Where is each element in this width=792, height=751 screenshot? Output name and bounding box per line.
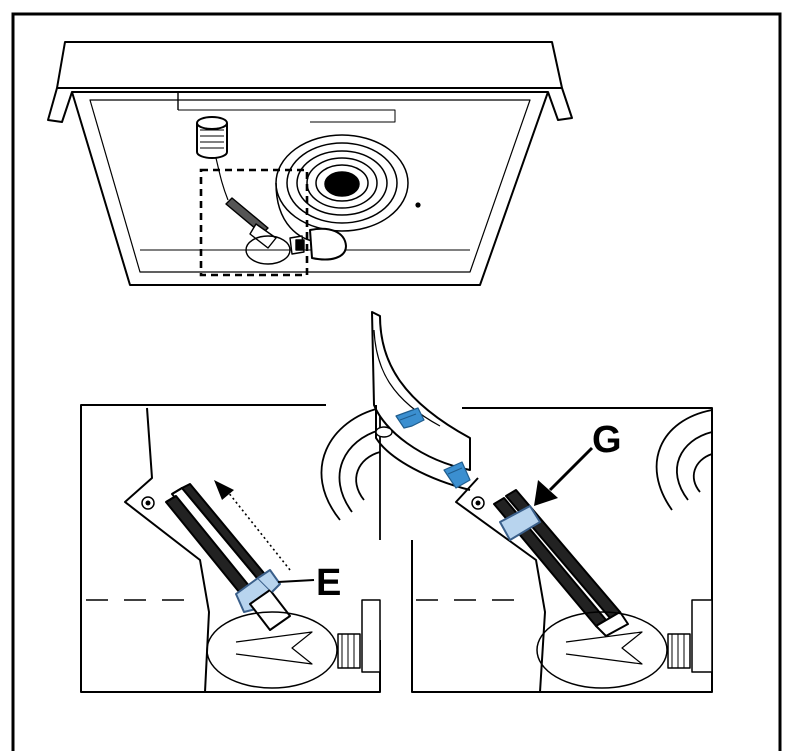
blue-clip-top (395, 407, 425, 429)
outer-frame (11, 12, 782, 751)
housing-body (71, 91, 549, 286)
overview-heater-element (225, 197, 305, 265)
screw-dot (415, 202, 421, 208)
right-panel-frame (411, 407, 713, 693)
blue-clip-bottom (443, 461, 471, 489)
right-heater-element (493, 489, 629, 637)
overview-bulb (309, 227, 347, 261)
socket-cylinder (196, 116, 228, 159)
callout-g-leader (548, 446, 594, 492)
detail-panel-left (80, 404, 381, 693)
left-housing-outline (124, 407, 210, 693)
housing-overview (47, 41, 573, 286)
motion-arrow-path (227, 491, 291, 571)
detail-box (199, 168, 309, 277)
left-screw (141, 496, 155, 510)
right-bulb (536, 599, 713, 689)
socket-wire (215, 157, 229, 201)
cover-piece (371, 311, 471, 491)
left-coil-arcs (320, 405, 381, 540)
housing-lid (56, 41, 563, 89)
housing-flange-right (547, 87, 573, 121)
right-screw (471, 496, 485, 510)
detail-panel-right (411, 407, 713, 693)
right-housing-outline (455, 477, 546, 693)
left-heater-element (165, 483, 291, 631)
callout-e-label: E (316, 562, 341, 604)
motion-arrowhead (214, 480, 234, 500)
housing-bracket (310, 109, 396, 123)
bracket-g (499, 505, 541, 541)
housing-inner-wall (89, 99, 531, 273)
callout-g-label: G (592, 419, 622, 461)
right-coil-arcs (655, 409, 713, 511)
spiral-coil (275, 134, 409, 243)
callout-e-leader (277, 579, 315, 583)
cover-outline (371, 311, 471, 471)
housing-flange-left (47, 87, 73, 123)
left-panel-frame (80, 404, 381, 693)
callout-g-arrowhead (534, 480, 558, 506)
left-bulb (206, 599, 381, 689)
